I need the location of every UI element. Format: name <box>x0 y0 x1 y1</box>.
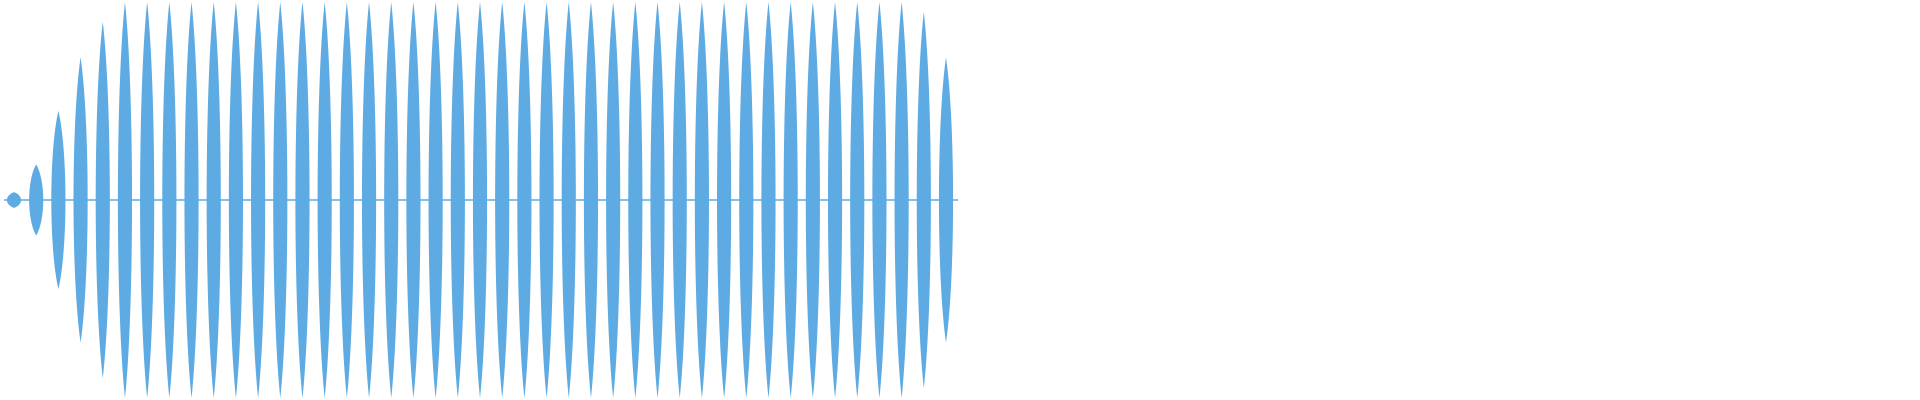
waveform-pulse <box>317 2 332 398</box>
waveform-pulse <box>51 110 66 290</box>
waveform-pulse <box>206 2 221 398</box>
waveform-pulses <box>6 2 954 398</box>
waveform-pulse <box>6 192 22 208</box>
waveform-pulse <box>539 2 554 398</box>
waveform-pulse <box>184 2 199 398</box>
waveform-pulse <box>450 2 465 398</box>
waveform-pulse <box>295 2 310 398</box>
waveform-pulse <box>29 164 44 236</box>
waveform-pulse <box>717 2 732 398</box>
waveform-pulse <box>894 2 909 398</box>
waveform-pulse <box>495 2 510 398</box>
waveform-pulse <box>827 2 843 398</box>
waveform-pulse <box>361 2 377 398</box>
waveform-pulse <box>162 2 177 398</box>
waveform-pulse <box>561 2 576 398</box>
waveform-pulse <box>938 57 954 343</box>
waveform-pulse <box>251 2 266 398</box>
waveform-pulse <box>805 2 820 398</box>
waveform-pulse <box>384 2 399 398</box>
waveform-pulse <box>650 2 665 398</box>
waveform-pulse <box>694 2 709 398</box>
waveform-pulse <box>273 2 288 398</box>
waveform-pulse <box>761 2 776 398</box>
waveform-pulse <box>228 2 243 398</box>
waveform-pulse <box>95 21 110 379</box>
waveform-pulse <box>73 57 88 343</box>
waveform-pulse <box>916 11 931 389</box>
waveform-pulse <box>140 2 155 398</box>
waveform-pulse <box>672 2 687 398</box>
waveform-pulse <box>606 2 621 398</box>
waveform-pulse <box>472 2 488 398</box>
waveform-pulse <box>517 2 532 398</box>
waveform-pulse <box>628 2 643 398</box>
waveform-pulse <box>872 2 887 398</box>
waveform-pulse <box>406 2 421 398</box>
waveform-pulse <box>783 2 798 398</box>
waveform-pulse <box>428 2 443 398</box>
waveform-pulse <box>583 2 599 398</box>
waveform-pulse <box>117 2 133 398</box>
waveform-pulse <box>850 2 865 398</box>
waveform-pulse <box>739 2 754 398</box>
waveform-pulse <box>339 2 354 398</box>
